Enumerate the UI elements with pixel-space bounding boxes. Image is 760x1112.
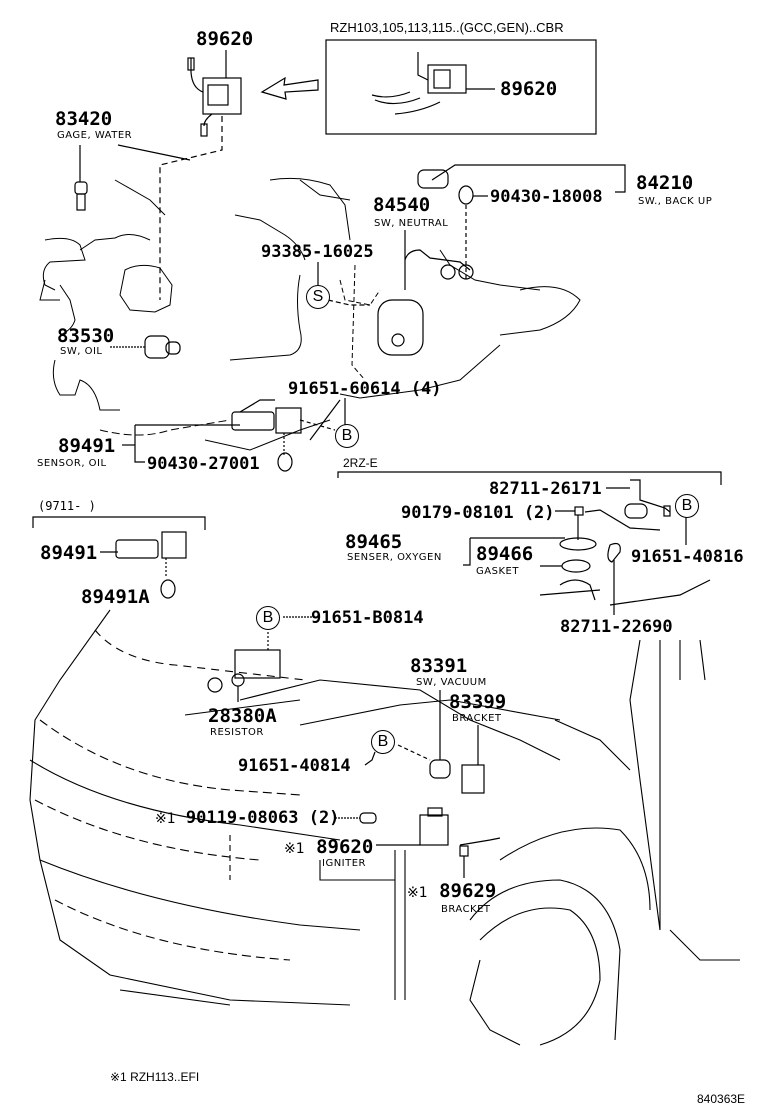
part-desc-89465: SENSER, OXYGEN — [347, 552, 442, 563]
part-number-91651-40816[interactable]: 91651-40816 — [631, 547, 744, 567]
part-desc-83530: SW, OIL — [60, 346, 103, 357]
resistor-icon — [207, 616, 320, 702]
part-number-83391[interactable]: 83391 — [410, 655, 468, 677]
part-desc-83399: BRACKET — [452, 713, 502, 724]
group-label-2rz-e: 2RZ-E — [343, 456, 378, 470]
arrow-left-icon — [260, 76, 319, 100]
part-number-82711-22690[interactable]: 82711-22690 — [560, 617, 673, 637]
part-number-91651-40814[interactable]: 91651-40814 — [238, 756, 351, 776]
footnote-mark: ※1 — [155, 811, 176, 827]
part-number-text: 89620 — [316, 836, 374, 858]
callout-b-resistor: B — [256, 606, 280, 630]
part-desc-83420: GAGE, WATER — [57, 130, 133, 141]
part-number-90430-27001[interactable]: 90430-27001 — [147, 454, 260, 474]
part-desc-84210: SW., BACK UP — [638, 196, 713, 207]
callout-b-oil-sensor: B — [335, 424, 359, 448]
part-number-text: 89629 — [439, 880, 497, 902]
water-gauge-icon — [74, 144, 191, 211]
part-number-89620-top[interactable]: 89620 — [196, 28, 254, 50]
part-number-91651-60614[interactable]: 91651-60614 (4) — [288, 379, 442, 399]
part-number-83399[interactable]: 83399 — [449, 691, 507, 713]
callout-b-vacuum: B — [371, 730, 395, 754]
part-desc-89491: SENSOR, OIL — [37, 458, 107, 469]
inset-igniter-icon — [371, 52, 495, 115]
part-number-83530[interactable]: 83530 — [57, 325, 115, 347]
oil-sensor-icon — [122, 398, 346, 472]
backup-switch-icon — [417, 164, 626, 280]
group-label-date-range: (9711- ) — [38, 499, 96, 513]
callout-s: S — [306, 285, 330, 309]
vacuum-switch-icon — [364, 690, 485, 794]
part-number-89465[interactable]: 89465 — [345, 531, 403, 553]
part-desc-84540: SW, NEUTRAL — [374, 218, 449, 229]
part-number-84210[interactable]: 84210 — [636, 172, 694, 194]
part-number-91651-b0814[interactable]: 91651-B0814 — [311, 608, 424, 628]
vehicle-body-outline — [29, 609, 740, 1046]
part-number-89620-inset[interactable]: 89620 — [500, 78, 558, 100]
engine-block-outline — [39, 177, 581, 451]
part-number-90119-08063[interactable]: ※1 90119-08063 (2) — [155, 810, 339, 827]
part-number-89491-alt[interactable]: 89491 — [40, 542, 98, 564]
part-desc-89629: BRACKET — [441, 904, 491, 915]
oil-sensor-alt-icon — [100, 531, 187, 599]
part-number-28380a[interactable]: 28380A — [208, 705, 277, 727]
callout-b-oxygen: B — [675, 494, 699, 518]
oxygen-sensor-icon — [463, 479, 711, 615]
part-number-93385-16025[interactable]: 93385-16025 — [261, 242, 374, 262]
part-desc-28380a: RESISTOR — [210, 727, 264, 738]
part-desc-83391: SW, VACUUM — [416, 677, 487, 688]
part-number-89491[interactable]: 89491 — [58, 435, 116, 457]
part-number-82711-26171[interactable]: 82711-26171 — [489, 479, 602, 499]
part-desc-89466: GASKET — [476, 566, 519, 577]
footnote-mark: ※1 — [407, 885, 428, 901]
footnote-mark: ※1 — [284, 841, 305, 857]
part-number-89620-igniter[interactable]: ※1 89620 — [284, 838, 373, 857]
igniter-icon — [159, 50, 242, 300]
part-number-text: 90119-08063 (2) — [185, 808, 340, 828]
part-number-84540[interactable]: 84540 — [373, 194, 431, 216]
igniter-lower-icon — [335, 807, 501, 878]
neutral-switch-icon — [377, 230, 474, 356]
oil-switch-icon — [110, 335, 181, 359]
inset-title: RZH103,105,113,115..(GCC,GEN)..CBR — [330, 20, 564, 35]
figure-code: 840363E — [697, 1092, 746, 1106]
footnote: ※1 RZH113..EFI — [110, 1070, 200, 1084]
part-number-89629[interactable]: ※1 89629 — [407, 882, 496, 901]
part-number-90430-18008[interactable]: 90430-18008 — [490, 187, 603, 207]
part-desc-89620-igniter: IGNITER — [322, 858, 367, 869]
part-number-89466[interactable]: 89466 — [476, 543, 534, 565]
group-bracket-date-range — [32, 516, 206, 530]
part-number-83420[interactable]: 83420 — [55, 108, 113, 130]
inset-box — [325, 39, 597, 135]
part-number-90179-08101[interactable]: 90179-08101 (2) — [401, 503, 555, 523]
group-bracket-2rz-e — [337, 471, 722, 485]
part-number-89491a[interactable]: 89491A — [81, 586, 150, 608]
